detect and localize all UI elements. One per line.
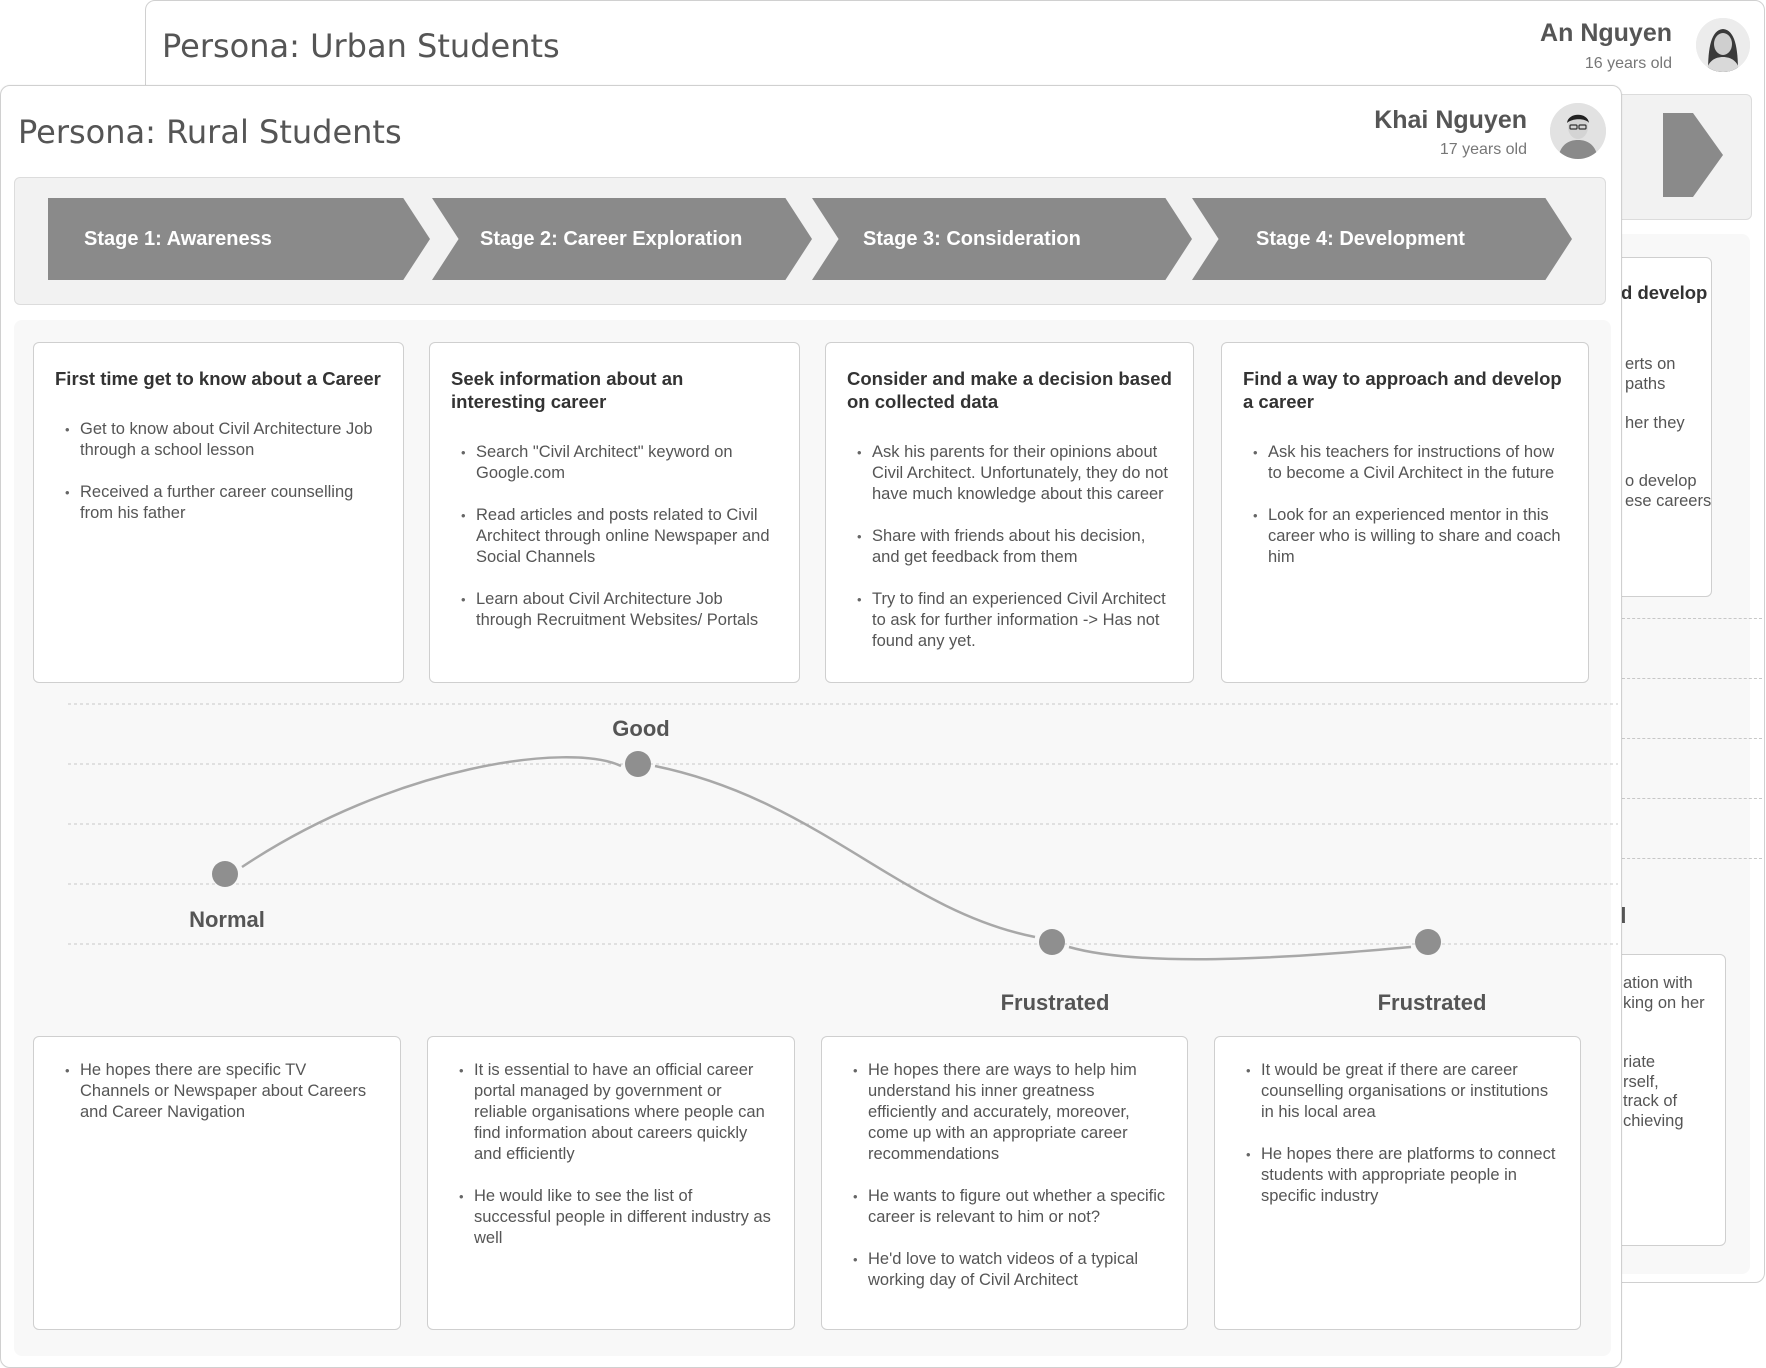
action-box-stage-2: Seek information about an interesting ca… xyxy=(429,342,800,683)
opportunity-item: He hopes there are specific TV Channels … xyxy=(65,1060,379,1123)
emotion-label-stage-2: Good xyxy=(612,716,670,741)
action-list: Get to know about Civil Architecture Job… xyxy=(55,419,382,524)
action-heading: First time get to know about a Career xyxy=(55,368,381,389)
back-opportunity-line-fragment: chieving xyxy=(1623,1112,1684,1130)
action-list: Ask his teachers for instructions of how… xyxy=(1243,442,1567,568)
front-persona-avatar xyxy=(1550,103,1606,159)
emotion-dots xyxy=(212,751,1441,955)
opportunity-item: He'd love to watch videos of a typical w… xyxy=(853,1249,1166,1291)
action-list: Ask his parents for their opinions about… xyxy=(847,442,1172,652)
person-photo-icon xyxy=(1696,18,1750,72)
opportunity-list: He hopes there are specific TV Channels … xyxy=(55,1060,379,1123)
front-persona-age: 17 years old xyxy=(1439,141,1527,158)
opportunity-item: He hopes there are ways to help him unde… xyxy=(853,1060,1166,1165)
back-grid-line xyxy=(1622,798,1762,799)
emotion-curve-chart xyxy=(68,703,1618,961)
back-goal-line-fragment: paths xyxy=(1625,375,1666,393)
back-goal-heading-fragment: d develop xyxy=(1621,282,1708,303)
stage-label: Stage 4: Development xyxy=(1256,227,1465,250)
back-opportunity-line-fragment: rself, xyxy=(1623,1073,1659,1091)
action-item: Ask his parents for their opinions about… xyxy=(857,442,1172,505)
front-persona-name: Khai Nguyen xyxy=(1374,106,1527,134)
front-persona-title: Persona: Rural Students xyxy=(18,113,402,151)
stage-2-career-exploration: Stage 2: Career Exploration xyxy=(432,198,812,280)
opportunity-item: He wants to figure out whether a specifi… xyxy=(853,1186,1166,1228)
emotion-grid xyxy=(68,703,1618,945)
action-heading: Seek information about an interesting ca… xyxy=(451,368,684,412)
action-item: Get to know about Civil Architecture Job… xyxy=(65,419,382,461)
back-opportunity-line-fragment: track of xyxy=(1623,1092,1678,1110)
back-goal-line-fragment: her they xyxy=(1625,414,1685,432)
action-item: Read articles and posts related to Civil… xyxy=(461,505,778,568)
person-photo-icon xyxy=(1550,103,1606,159)
back-grid-line xyxy=(1622,858,1762,859)
emotion-point-stage-2 xyxy=(625,751,651,777)
stage-label: Stage 1: Awareness xyxy=(84,227,272,250)
action-box-stage-1: First time get to know about a Career Ge… xyxy=(33,342,404,683)
stage-1-awareness: Stage 1: Awareness xyxy=(48,198,430,280)
action-box-stage-4: Find a way to approach and develop a car… xyxy=(1221,342,1589,683)
stage-3-consideration: Stage 3: Consideration xyxy=(812,198,1192,280)
opportunity-list: He hopes there are ways to help him unde… xyxy=(843,1060,1166,1291)
action-list: Search "Civil Architect" keyword on Goog… xyxy=(451,442,778,631)
stage-label: Stage 3: Consideration xyxy=(863,227,1081,250)
opportunity-item: It is essential to have an official care… xyxy=(459,1060,773,1165)
emotion-point-stage-3 xyxy=(1039,929,1065,955)
opportunity-box-stage-2: It is essential to have an official care… xyxy=(427,1036,795,1330)
opportunity-box-stage-1: He hopes there are specific TV Channels … xyxy=(33,1036,401,1330)
action-item: Learn about Civil Architecture Job throu… xyxy=(461,589,778,631)
emotion-curve xyxy=(241,756,1412,961)
action-item: Ask his teachers for instructions of how… xyxy=(1253,442,1567,484)
back-opportunity-line-fragment: riate xyxy=(1623,1053,1656,1071)
back-grid-line xyxy=(1622,678,1762,679)
back-persona-title: Persona: Urban Students xyxy=(162,27,560,65)
opportunity-box-stage-4: It would be great if there are career co… xyxy=(1214,1036,1581,1330)
emotion-point-stage-1 xyxy=(212,861,238,887)
stage-4-development: Stage 4: Development xyxy=(1192,198,1572,280)
emotion-label-stage-4: Frustrated xyxy=(1377,990,1487,1015)
action-heading: Find a way to approach and develop a car… xyxy=(1243,368,1562,412)
opportunity-list: It would be great if there are career co… xyxy=(1236,1060,1559,1207)
emotion-point-stage-4 xyxy=(1415,929,1441,955)
action-item: Look for an experienced mentor in this c… xyxy=(1253,505,1567,568)
back-opportunity-line-fragment: ation with xyxy=(1623,974,1693,992)
back-opportunity-line-fragment: king on her xyxy=(1623,994,1705,1012)
emotion-label-stage-3: Frustrated xyxy=(1000,990,1110,1015)
back-goal-line-fragment: ese careers xyxy=(1625,492,1712,510)
back-persona-age: 16 years old xyxy=(1584,55,1672,72)
action-item: Try to find an experienced Civil Archite… xyxy=(857,589,1172,652)
opportunity-list: It is essential to have an official care… xyxy=(449,1060,773,1249)
action-item: Search "Civil Architect" keyword on Goog… xyxy=(461,442,778,484)
action-heading: Consider and make a decision based on co… xyxy=(847,368,1172,412)
back-persona-name: An Nguyen xyxy=(1540,19,1672,47)
action-item: Share with friends about his decision, a… xyxy=(857,526,1172,568)
action-box-stage-3: Consider and make a decision based on co… xyxy=(825,342,1194,683)
back-goal-line-fragment: erts on xyxy=(1625,355,1676,373)
back-goal-line-fragment: o develop xyxy=(1625,472,1697,490)
back-persona-avatar xyxy=(1696,18,1750,72)
opportunity-item: He would like to see the list of success… xyxy=(459,1186,773,1249)
back-grid-line xyxy=(1622,738,1762,739)
opportunity-box-stage-3: He hopes there are ways to help him unde… xyxy=(821,1036,1188,1330)
back-grid-line xyxy=(1622,618,1762,619)
stage-label: Stage 2: Career Exploration xyxy=(480,227,743,250)
opportunity-item: He hopes there are platforms to connect … xyxy=(1246,1144,1559,1207)
opportunity-item: It would be great if there are career co… xyxy=(1246,1060,1559,1123)
action-item: Received a further career counselling fr… xyxy=(65,482,382,524)
emotion-label-stage-1: Normal xyxy=(189,907,265,932)
back-stage-arrow xyxy=(1663,113,1723,197)
